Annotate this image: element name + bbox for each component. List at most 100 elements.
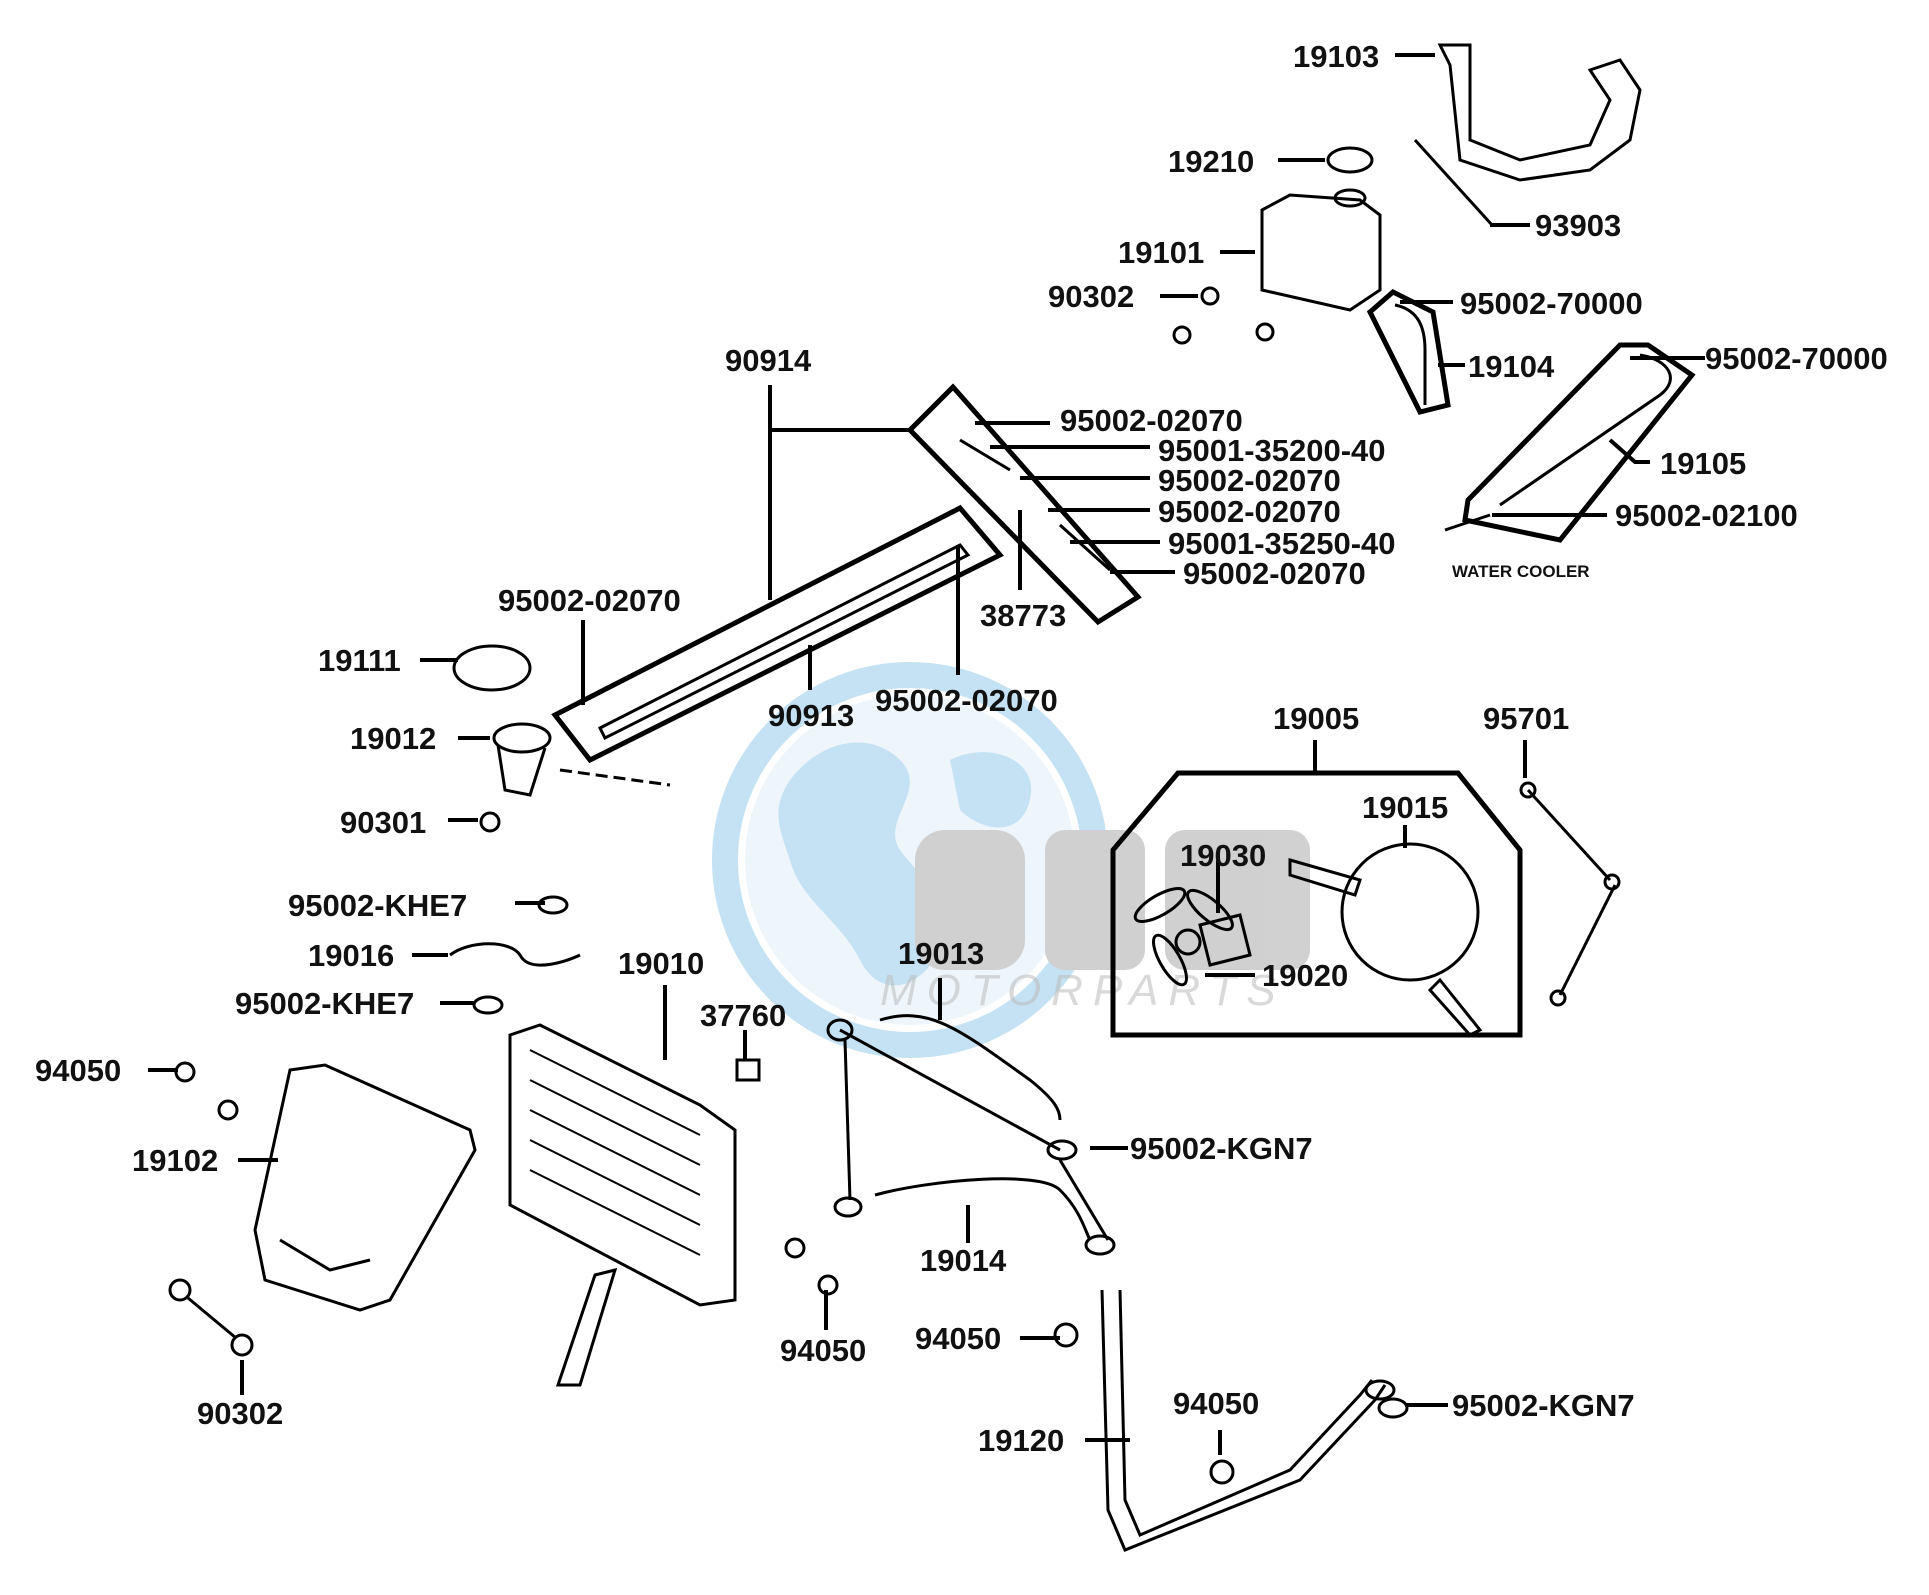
- screw-95701-a: [1519, 781, 1537, 799]
- watermark-continent-2: [950, 752, 1032, 828]
- hose-19013: [879, 1014, 1062, 1121]
- part-label-95001-35200-40: 95001-35200-40: [1158, 433, 1386, 468]
- part-label-90913: 90913: [768, 698, 855, 733]
- part-label-19101: 19101: [1118, 235, 1205, 270]
- part-label-19103: 19103: [1293, 39, 1380, 74]
- part-label-19015: 19015: [1362, 790, 1449, 825]
- clamp-left-bottom: [833, 1196, 863, 1218]
- part-label-95002-70000-b: 95002-70000: [1705, 341, 1888, 376]
- reservoir-tank-19101: [1260, 193, 1382, 312]
- part-label-93903: 93903: [1535, 208, 1622, 243]
- hose-90913: [597, 543, 971, 741]
- fin-2: [529, 1079, 701, 1166]
- watermark-globe-icon: [712, 662, 1108, 1058]
- blade-1: [1133, 887, 1187, 923]
- part-label-94050-c: 94050: [915, 1321, 1002, 1356]
- bolt-90302-e: [230, 1333, 254, 1357]
- hose-19016: [449, 942, 581, 967]
- part-label-95002-02070-b: 95002-02070: [1158, 463, 1341, 498]
- fan-bracket: [1288, 858, 1362, 897]
- part-label-19013: 19013: [898, 936, 985, 971]
- fin-3: [529, 1109, 701, 1196]
- filler-neck-body: [496, 744, 547, 797]
- part-label-19005: 19005: [1273, 701, 1360, 736]
- bolt-90302-link: [187, 1296, 237, 1340]
- part-label-95002-02070-d: 95002-02070: [1183, 556, 1366, 591]
- clamp-right-bottom: [1084, 1234, 1116, 1256]
- part-label-95002-02100: 95002-02100: [1615, 498, 1798, 533]
- part-label-19012: 19012: [350, 721, 437, 756]
- watermark-globe-fill: [745, 695, 1075, 1025]
- nut-90301: [479, 811, 501, 833]
- tank-neck: [1333, 188, 1367, 208]
- blade-2: [1186, 888, 1234, 932]
- part-label-95002-khe7-b: 95002-KHE7: [235, 986, 415, 1021]
- screw-link-95701: [1526, 788, 1612, 882]
- part-label-95002-kgn7-b: 95002-KGN7: [1452, 1388, 1635, 1423]
- part-label-95002-02070-e: 95002-02070: [498, 583, 681, 618]
- part-label-95001-35250-40: 95001-35250-40: [1168, 526, 1396, 561]
- part-label-95002-kgn7-a: 95002-KGN7: [1130, 1131, 1313, 1166]
- fin-5: [529, 1169, 701, 1256]
- hose-kit-box-upper: [906, 383, 1142, 626]
- hose-19104-box: [1366, 289, 1451, 415]
- leader-lines: [148, 53, 1705, 1455]
- parts: [168, 43, 1672, 1552]
- hose-19105-box: [1462, 342, 1696, 543]
- blade-3: [1152, 933, 1188, 987]
- fan-hub: [1174, 928, 1202, 956]
- link-right: [1058, 1159, 1110, 1241]
- clamp-kgn7-b2: [1377, 1397, 1409, 1419]
- clamp-kgn7-a: [1046, 1139, 1078, 1161]
- bolt-94050-a2: [217, 1099, 239, 1121]
- part-label-19102: 19102: [132, 1143, 219, 1178]
- part-label-19210: 19210: [1168, 144, 1255, 179]
- filler-neck-19012: [492, 722, 552, 754]
- nut-94050-d: [1209, 1459, 1235, 1485]
- filler-dash: [559, 768, 671, 787]
- clamp-kgn7-b: [1364, 1379, 1396, 1401]
- part-label-19111: 19111: [318, 643, 401, 678]
- bolt-94050-a: [174, 1061, 196, 1083]
- part-label-94050-b: 94050: [780, 1333, 867, 1368]
- link-kgn7: [839, 1028, 1061, 1152]
- link-left: [843, 1039, 852, 1201]
- clamp-khe7-a: [537, 895, 569, 915]
- part-label-95002-02070-a: 95002-02070: [1060, 403, 1243, 438]
- fan-motor-19020: [1198, 913, 1252, 967]
- hose-19014: [874, 1177, 1092, 1241]
- fan-leg: [1427, 977, 1483, 1037]
- hose-19104: [1394, 303, 1427, 405]
- radiator-mount-leg: [555, 1267, 618, 1387]
- shroud-inner: [279, 1238, 371, 1272]
- part-label-95002-02070-f: 95002-02070: [875, 683, 1058, 718]
- clamp-left-top: [826, 1018, 854, 1042]
- fan-shroud-19015: [1340, 842, 1480, 982]
- bracket-19103: [1437, 43, 1642, 182]
- part-label-90301: 90301: [340, 805, 427, 840]
- bolt-90302-c: [1255, 322, 1275, 342]
- part-label-19014: 19014: [920, 1243, 1007, 1278]
- part-label-95002-khe7-a: 95002-KHE7: [288, 888, 468, 923]
- radiator-19010: [508, 1023, 737, 1307]
- clamp-khe7-b: [472, 995, 504, 1015]
- fan-blade-19030: [1133, 887, 1234, 987]
- part-label-19105: 19105: [1660, 446, 1747, 481]
- part-label-95701: 95701: [1483, 701, 1570, 736]
- screw-link-95701-b: [1558, 884, 1617, 996]
- part-label-95002-70000-a: 95002-70000: [1460, 286, 1643, 321]
- screw-95701-c: [1549, 989, 1567, 1007]
- part-label-90914: 90914: [725, 343, 812, 378]
- group-boxes: [551, 289, 1696, 1038]
- washer-94050-b: [784, 1237, 806, 1259]
- part-label-37760: 37760: [700, 998, 787, 1033]
- part-label-19016: 19016: [308, 938, 395, 973]
- leader-19105: [1608, 438, 1650, 464]
- part-label-19030: 19030: [1180, 838, 1267, 873]
- part-label-38773: 38773: [980, 598, 1067, 633]
- strap-93903: [1413, 138, 1494, 227]
- hose-upper-1: [959, 438, 1011, 472]
- cap-19210: [1326, 146, 1374, 174]
- part-label-19010: 19010: [618, 946, 705, 981]
- part-label-95002-02070-c: 95002-02070: [1158, 494, 1341, 529]
